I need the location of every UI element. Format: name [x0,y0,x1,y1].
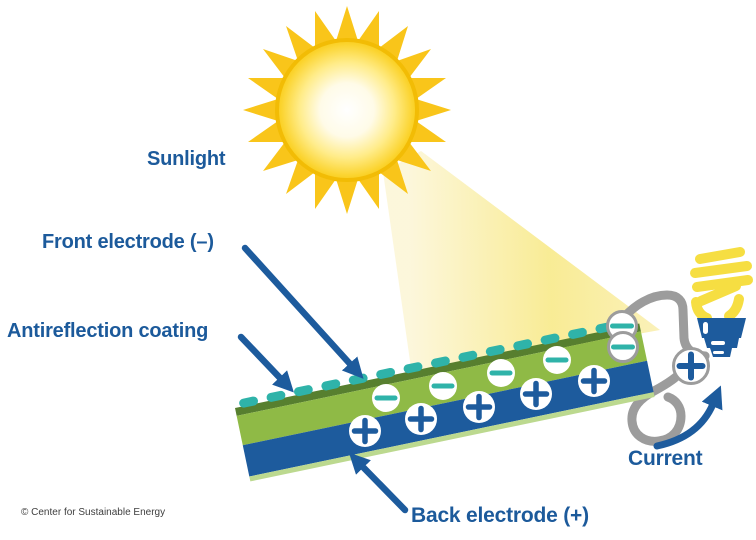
front-electrode-label: Front electrode (–) [42,231,214,253]
hole [672,347,710,385]
electrode-contact [458,350,478,362]
pointer-arrows [237,244,723,514]
electron [607,331,639,363]
electron [372,384,400,412]
back-electrode-label: Back electrode (+) [411,504,589,527]
electrode-contact [321,379,341,391]
electrode-contact [239,396,258,408]
antireflection-coating-label: Antireflection coating [7,320,209,342]
hole [405,403,437,435]
antireflection-arrow [237,333,294,393]
cfl-bulb [690,247,753,357]
electrode-contact [513,339,533,351]
electrode-contact [485,345,505,357]
electrode-contact [540,333,560,345]
copyright-credit: © Center for Sustainable Energy [21,507,166,518]
hole [578,365,610,397]
electrode-contact [431,356,450,368]
current-label: Current [628,447,703,470]
electron [487,359,515,387]
front-electrode-contacts [239,322,615,408]
hole [463,391,495,423]
current-arrow [653,385,723,450]
sunlight-beam [383,151,660,375]
electron [543,346,571,374]
panel-electrons [372,346,571,412]
electrode-contact [403,362,423,374]
wire-electrons [606,310,639,363]
hole [520,378,552,410]
front-electrode-arrow [241,244,364,379]
electrode-contact [266,390,286,402]
hole [349,415,381,447]
electron [429,372,457,400]
antireflection-coating-strip [234,323,641,416]
electrode-contact [294,385,313,397]
sun [243,6,451,214]
back-electrode-arrow [348,452,409,514]
panel-holes [349,365,610,447]
sun-body [275,38,419,182]
electrode-contact [376,367,396,379]
bulb-tube [690,247,753,323]
electrode-contact [568,327,587,339]
bulb-base-detail [703,322,725,354]
sunlight-label: Sunlight [147,148,226,170]
